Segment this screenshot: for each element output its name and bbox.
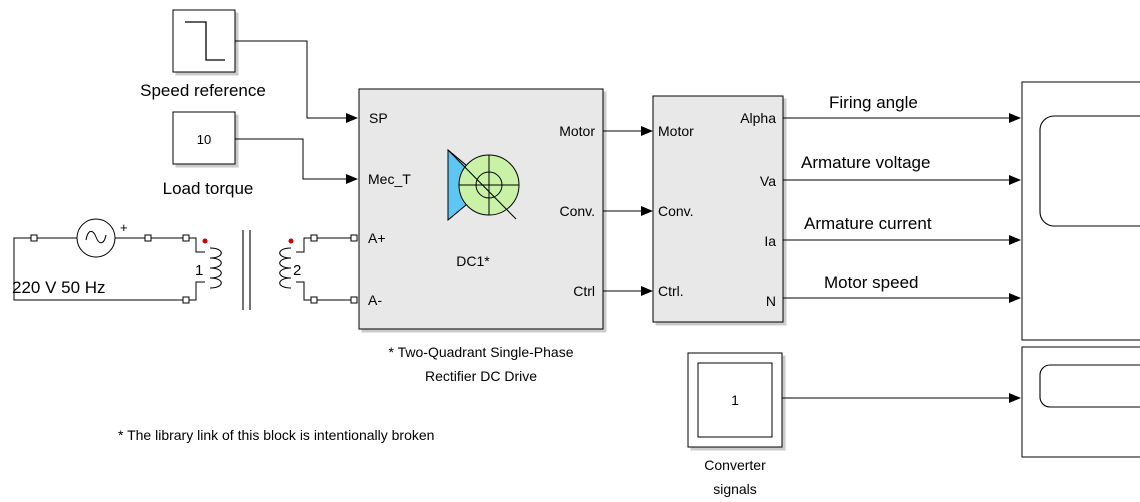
source-circuit-wires bbox=[13, 237, 357, 301]
meas-port-ctrl: Ctrl. bbox=[658, 283, 684, 299]
transformer-polarity-dot bbox=[288, 238, 294, 244]
measurement-block[interactable] bbox=[652, 95, 784, 323]
drive-port-a-minus: A- bbox=[368, 292, 382, 308]
load-torque-label: Load torque bbox=[163, 179, 254, 198]
speed-reference-block[interactable] bbox=[172, 9, 236, 73]
meas-port-conv: Conv. bbox=[658, 203, 694, 219]
scope-icon bbox=[1039, 115, 1140, 227]
load-torque-value: 10 bbox=[197, 132, 211, 147]
scope-block-converter[interactable] bbox=[1021, 346, 1140, 458]
converter-signals-value: 1 bbox=[731, 392, 739, 408]
drive-port-a-plus: A+ bbox=[368, 230, 386, 246]
signal-label-armature-current: Armature current bbox=[804, 214, 932, 233]
transformer-winding-2: 2 bbox=[293, 262, 301, 279]
meas-port-ia: Ia bbox=[764, 233, 776, 249]
scope-block-main[interactable] bbox=[1021, 81, 1140, 341]
load-torque-block[interactable]: 10 bbox=[172, 111, 236, 165]
dc-drive-block[interactable] bbox=[358, 88, 604, 330]
library-link-note: * The library link of this block is inte… bbox=[118, 427, 434, 443]
meas-port-alpha: Alpha bbox=[740, 110, 776, 126]
ac-source-label: 220 V 50 Hz bbox=[12, 278, 106, 297]
drive-port-mec-t: Mec_T bbox=[368, 171, 411, 187]
ac-voltage-source[interactable] bbox=[76, 218, 116, 258]
transformer-icon[interactable] bbox=[209, 230, 292, 310]
dc-drive-name: DC1* bbox=[456, 253, 490, 269]
transformer-winding-1: 1 bbox=[195, 262, 203, 279]
ac-source-plus: + bbox=[120, 220, 128, 235]
wire-load-torque bbox=[235, 138, 358, 184]
converter-signals-label-line1: Converter bbox=[704, 457, 766, 473]
step-icon bbox=[185, 21, 225, 61]
drive-port-sp: SP bbox=[369, 110, 388, 126]
dc-machine-icon bbox=[447, 148, 520, 222]
speed-reference-label: Speed reference bbox=[140, 81, 266, 100]
drive-port-motor: Motor bbox=[559, 123, 595, 139]
dc-drive-caption-line2: Rectifier DC Drive bbox=[425, 368, 537, 384]
converter-signals-block[interactable]: 1 bbox=[687, 352, 783, 448]
dc-drive-caption-line1: * Two-Quadrant Single-Phase bbox=[389, 344, 574, 360]
transformer-polarity-dot bbox=[202, 238, 208, 244]
meas-port-n: N bbox=[766, 293, 776, 309]
connection-ports bbox=[30, 234, 358, 304]
measurement-input-ports: Motor Conv. Ctrl. bbox=[658, 123, 694, 299]
converter-signals-label-line2: signals bbox=[713, 481, 757, 497]
drive-port-ctrl: Ctrl bbox=[573, 283, 595, 299]
measurement-output-ports: Alpha Va Ia N bbox=[740, 110, 776, 309]
meas-port-va: Va bbox=[760, 173, 776, 189]
meas-port-motor: Motor bbox=[658, 123, 694, 139]
signal-label-armature-voltage: Armature voltage bbox=[801, 153, 930, 172]
dc-drive-output-ports: Motor Conv. Ctrl bbox=[559, 123, 595, 299]
signal-label-firing-angle: Firing angle bbox=[829, 93, 918, 112]
scope-icon bbox=[1039, 364, 1140, 408]
signal-label-motor-speed: Motor speed bbox=[824, 273, 919, 292]
drive-port-conv: Conv. bbox=[559, 203, 595, 219]
dc-drive-input-ports: SP Mec_T A+ A- bbox=[368, 110, 411, 308]
wire-speed-ref bbox=[235, 40, 358, 123]
